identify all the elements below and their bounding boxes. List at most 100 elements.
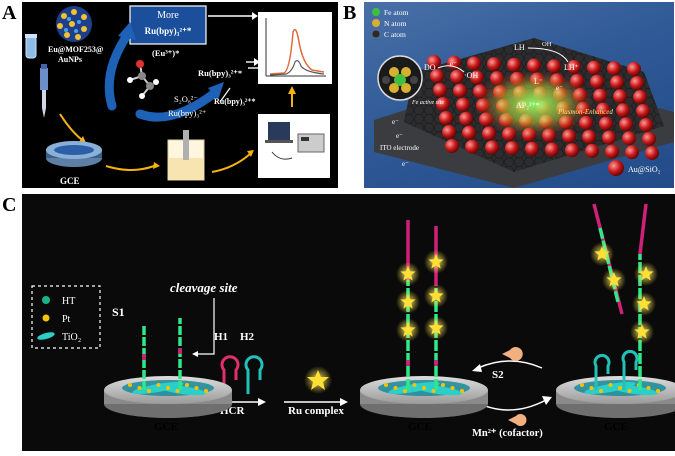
panel-letter-b: B bbox=[343, 2, 357, 24]
au-sio2-sphere bbox=[622, 131, 636, 146]
panel-b-diagram: Fe atom N atom C atom Fe active site DO … bbox=[371, 8, 674, 188]
residual-hairpin bbox=[593, 353, 611, 390]
ru-ground-label: Ru(bpy)₃²⁺ bbox=[168, 108, 207, 118]
au-sio2-sphere bbox=[596, 102, 610, 117]
legend-ht: HT bbox=[62, 296, 75, 307]
s2-enzyme-icon bbox=[502, 347, 523, 361]
panel-c-legend: HT Pt TiO₂ bbox=[31, 285, 101, 349]
au-sio2-sphere bbox=[582, 129, 596, 144]
au-sio2-sphere bbox=[599, 116, 613, 131]
arrow-to-gce bbox=[59, 113, 83, 141]
legend-pt: Pt bbox=[62, 314, 71, 325]
ru-star-icon bbox=[606, 272, 622, 287]
molecule-icon bbox=[127, 60, 159, 99]
au-sio2-sphere bbox=[616, 103, 630, 118]
gce-label-2: GCE bbox=[408, 421, 432, 433]
electron-left-2: e⁻ bbox=[396, 132, 403, 140]
au-sio2-sphere bbox=[456, 97, 470, 112]
ru-star-icon bbox=[636, 296, 652, 311]
lh-label: LH bbox=[514, 43, 525, 52]
ru-star-icon bbox=[634, 324, 650, 339]
more-box-species: Ru(bpy)₃²⁺* bbox=[145, 26, 192, 36]
pt-icon bbox=[42, 314, 50, 322]
au-sio2-sphere bbox=[565, 143, 579, 158]
au-sio2-sphere bbox=[507, 57, 521, 72]
au-sio2-sphere bbox=[485, 140, 499, 155]
ru-complex-star bbox=[304, 366, 332, 394]
ru-star-icon bbox=[400, 266, 416, 281]
au-sio2-sphere bbox=[445, 139, 459, 153]
lh-plus-label: LH⁺ bbox=[564, 63, 579, 72]
cleavage-pointer bbox=[198, 298, 215, 355]
au-sio2-sphere bbox=[433, 83, 447, 97]
au-sio2-sphere bbox=[465, 139, 479, 154]
h2-label: H2 bbox=[240, 331, 255, 343]
panel-b-legend: Fe atom N atom C atom bbox=[371, 8, 409, 39]
au-sio2-sphere bbox=[427, 55, 441, 69]
au-sio2-sphere bbox=[467, 56, 481, 71]
au-sio2-sphere bbox=[610, 75, 624, 90]
spectrum-curve-enhanced bbox=[269, 28, 325, 75]
legend-c: C atom bbox=[384, 30, 406, 39]
ap-label: AP₂²⁺* bbox=[516, 101, 540, 110]
blue-arrow-left bbox=[104, 29, 133, 111]
ru-star-icon bbox=[400, 294, 416, 309]
au-sio2-sphere bbox=[450, 69, 464, 84]
au-sio2-sphere bbox=[602, 130, 616, 145]
gce-label-1: GCE bbox=[154, 421, 178, 433]
legend-tio2: TiO₂ bbox=[62, 332, 81, 343]
au-sio2-sphere bbox=[593, 88, 607, 103]
instrument-icon bbox=[258, 114, 330, 178]
ecl-cell-icon bbox=[167, 130, 205, 181]
ru-star-icon bbox=[428, 320, 444, 335]
au-sio2-sphere bbox=[505, 141, 519, 156]
ru-star-icon bbox=[428, 288, 444, 303]
blue-arrow-right bbox=[135, 87, 221, 122]
panel-a: Eu@MOF253@ AuNPs GCE bbox=[22, 2, 338, 188]
au-sio2-sphere bbox=[439, 111, 453, 125]
more-box-title: More bbox=[157, 10, 179, 21]
np-label-2: AuNPs bbox=[58, 55, 82, 64]
au-sio2-sphere bbox=[462, 125, 476, 140]
hairpin-h1 bbox=[220, 355, 240, 394]
au-sio2-sphere bbox=[545, 142, 559, 157]
au-sio2-sphere bbox=[633, 90, 647, 104]
ru-star-icon bbox=[400, 322, 416, 337]
legend-fe: Fe atom bbox=[384, 8, 409, 17]
panel-c-diagram: HT Pt TiO₂ S1 cleavage site H1 H2 HCR Ru… bbox=[31, 203, 675, 439]
panel-letter-a: A bbox=[2, 2, 17, 24]
ecl-spectrum-plot bbox=[258, 12, 332, 84]
electron-right: e⁻ bbox=[556, 84, 563, 92]
hairpin-h2 bbox=[244, 355, 264, 394]
gce-electrode-icon bbox=[46, 141, 102, 167]
au-sio2-sphere bbox=[639, 118, 653, 132]
panel-letter-c: C bbox=[2, 194, 17, 216]
s2-label: S2 bbox=[492, 369, 504, 381]
fe-active-site-zoom bbox=[377, 55, 423, 101]
gce-electrode-2 bbox=[360, 220, 488, 418]
electron-left-1: e⁻ bbox=[392, 118, 399, 126]
au-sio2-sphere bbox=[607, 61, 621, 76]
au-sio2-sphere bbox=[587, 60, 601, 75]
gce-label-a: GCE bbox=[60, 176, 80, 186]
spectrum-curve-baseline bbox=[269, 60, 325, 76]
persulfate-label: S₂O₈²⁻ bbox=[174, 94, 198, 104]
au-sio2-sphere bbox=[605, 144, 619, 159]
au-sio2-sphere bbox=[630, 76, 644, 90]
au-sio2-sphere bbox=[482, 126, 496, 141]
au-sio2-sphere bbox=[613, 89, 627, 104]
pipette-icon bbox=[40, 64, 48, 118]
au-sio2-sphere bbox=[470, 70, 484, 85]
ru-star-icon bbox=[594, 246, 610, 261]
ht-icon bbox=[42, 296, 50, 304]
oh-label-2: OH bbox=[542, 41, 552, 48]
legend-n: N atom bbox=[384, 19, 406, 28]
gce-electrode-3 bbox=[556, 203, 675, 418]
ru-complex-label: Ru complex bbox=[288, 405, 344, 417]
mn-cofactor-label: Mn²⁺ (cofactor) bbox=[472, 428, 543, 439]
s2-reverse-arrow bbox=[477, 360, 543, 369]
au-sio2-sphere bbox=[567, 59, 581, 74]
arrow-to-cell bbox=[105, 165, 155, 171]
au-sio2-label: Au@SiO₂ bbox=[628, 165, 661, 174]
h1-label: H1 bbox=[214, 331, 228, 343]
